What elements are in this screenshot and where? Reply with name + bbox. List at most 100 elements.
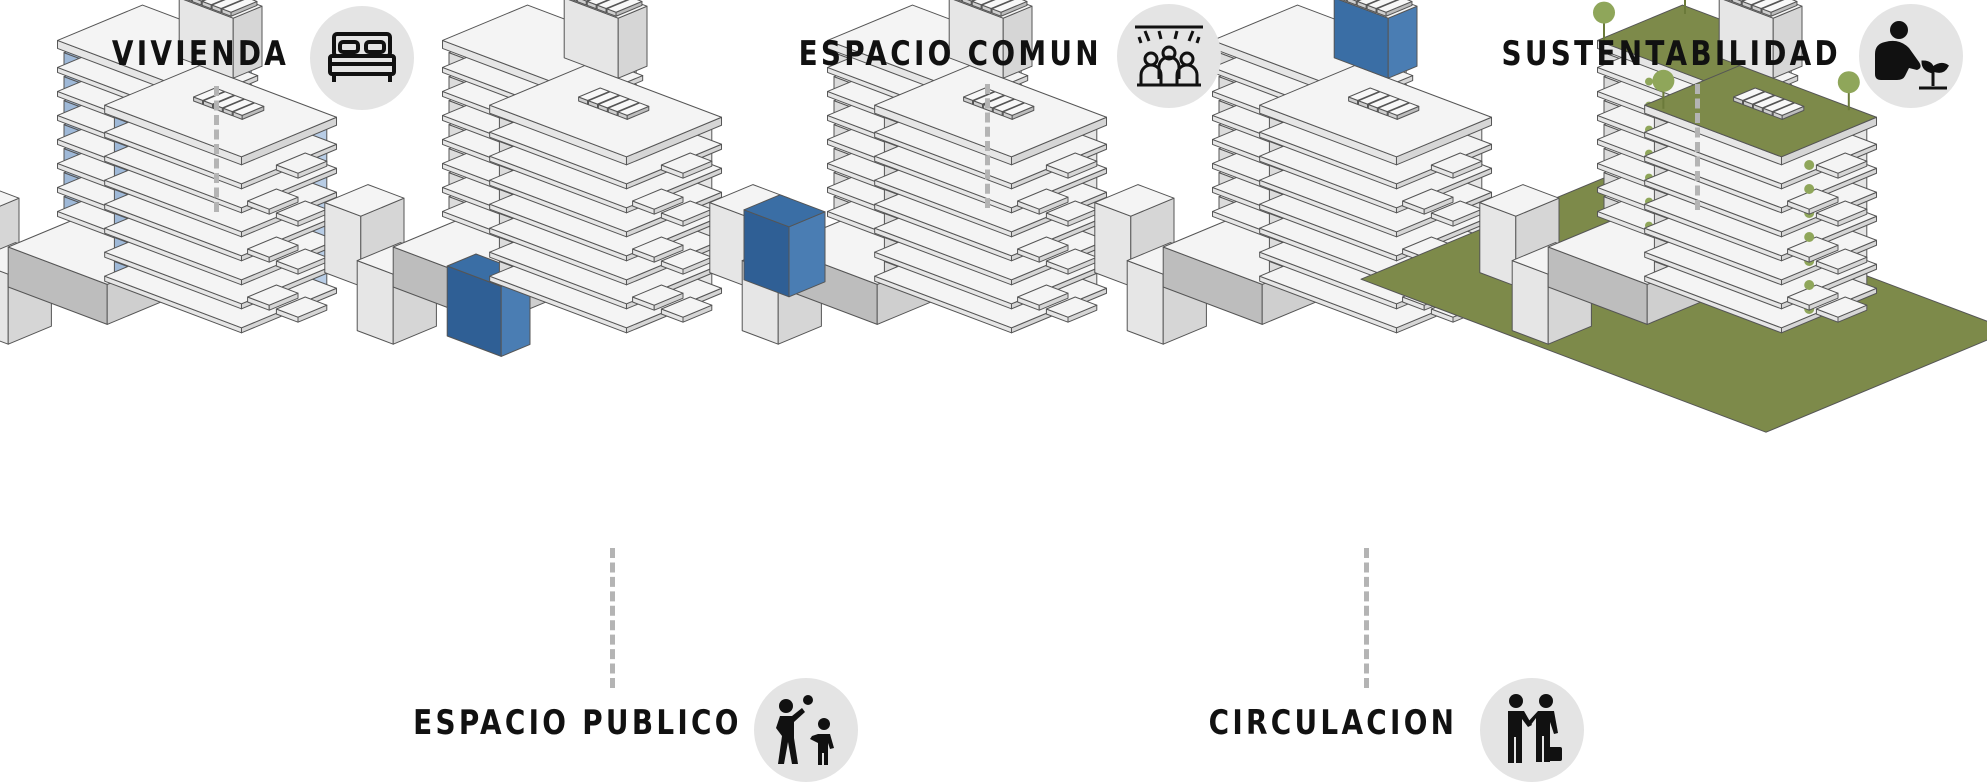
solar-panel-b-3-top — [1762, 98, 1795, 113]
sustentabilidad-label: SUSTENTABILIDAD — [1501, 34, 1841, 74]
solar-panel-b-1-top — [1743, 91, 1775, 105]
solar-panel-b-0-top — [1733, 87, 1765, 101]
planting-person-icon — [1875, 21, 1949, 90]
balcony-4-top — [660, 200, 713, 222]
solar-panel-4-top — [221, 0, 258, 13]
balcony-6-top — [660, 152, 713, 174]
vegetation-6 — [1804, 160, 1815, 170]
solar-panel-3-top — [211, 0, 243, 9]
solar-panel-b-4-top — [1772, 102, 1805, 116]
solar-panel-4-top — [606, 0, 643, 13]
solar-panel-1-top — [582, 0, 591, 2]
balcony-5-top — [1787, 188, 1839, 210]
solar-panel-1-top — [1737, 0, 1746, 2]
solar-panel-1-top — [967, 0, 976, 2]
balcony-2-top — [1815, 248, 1868, 270]
pavilion-left-front — [1094, 202, 1132, 287]
tree-crown-1 — [1837, 71, 1860, 94]
pavilion-left-front — [709, 202, 747, 287]
building-vivienda — [0, 0, 338, 345]
balcony-6-top — [1430, 152, 1483, 174]
building-espacio-publico — [324, 0, 723, 357]
solar-panel-b-3-top — [1377, 98, 1410, 113]
balcony-1-top — [632, 284, 684, 306]
balcony-4-top — [1815, 200, 1868, 222]
building-sustentabilidad — [1360, 0, 1987, 433]
public-space-block-top — [743, 194, 826, 228]
solar-panel-3-top — [981, 0, 1013, 9]
tree-crown-2 — [1593, 1, 1615, 24]
solar-panel-2-top — [1356, 0, 1379, 6]
circulacion-label: CIRCULACION — [1208, 703, 1457, 743]
solar-panel-b-3-top — [222, 98, 255, 113]
vegetation-3 — [1804, 232, 1815, 242]
solar-panel-3-top — [1366, 0, 1398, 9]
solar-panel-4-top — [991, 0, 1028, 13]
espacio-publico-label: ESPACIO PUBLICO — [413, 703, 742, 743]
solar-panel-b-2-top — [1752, 94, 1785, 109]
people-gathering-icon — [1135, 25, 1203, 87]
balcony-4-top — [1045, 200, 1098, 222]
balcony-0-top — [1045, 296, 1098, 318]
balcony-5-top — [247, 188, 299, 210]
vegetation-1 — [1804, 280, 1815, 290]
balcony-5-top — [632, 188, 684, 210]
vegetation-5 — [1804, 184, 1815, 194]
balcony-5-top — [1402, 188, 1454, 210]
balcony-6-top — [1045, 152, 1098, 174]
solar-panel-1-top — [197, 0, 206, 2]
solar-panel-b-2-top — [1367, 94, 1400, 109]
solar-panel-2-top — [971, 0, 994, 6]
espacio-comun-label: ESPACIO COMUN — [798, 34, 1102, 74]
solar-panel-b-4-top — [1387, 102, 1420, 116]
pavilion-front-front — [1126, 260, 1164, 345]
solar-panel-2-top — [586, 0, 609, 6]
solar-panel-b-1-top — [588, 91, 620, 105]
pavilion-left-top — [0, 190, 20, 207]
balcony-3-top — [1017, 236, 1069, 258]
solar-panel-b-0-top — [1348, 87, 1380, 101]
bed-icon — [328, 32, 396, 82]
building-circulacion — [1094, 0, 1493, 345]
solar-panel-2-top — [1741, 0, 1764, 6]
balcony-1-top — [1787, 284, 1839, 306]
pavilion-left-top — [1479, 184, 1560, 217]
balcony-0-top — [275, 296, 328, 318]
pavilion-front-front — [356, 260, 394, 345]
solar-panel-1-top — [1352, 0, 1361, 2]
vivienda-icon-badge — [310, 6, 414, 110]
balcony-5-top — [1017, 188, 1069, 210]
solar-panel-b-2-top — [597, 94, 630, 109]
vegetation-b-6 — [1645, 77, 1653, 86]
solar-panel-4-top — [1761, 0, 1798, 13]
balcony-4-top — [275, 200, 328, 222]
balcony-3-top — [1787, 236, 1839, 258]
sustentabilidad-leader — [1695, 84, 1700, 210]
balcony-3-top — [247, 236, 299, 258]
circulacion-leader — [1364, 548, 1369, 688]
balcony-1-top — [1017, 284, 1069, 306]
balcony-4-top — [1430, 200, 1483, 222]
solar-panel-b-1-top — [1358, 91, 1390, 105]
solar-panel-3-top — [1751, 0, 1783, 9]
tree-crown-3 — [1652, 69, 1675, 92]
pavilion-left-front — [324, 202, 362, 287]
solar-panel-b-0-top — [578, 87, 610, 101]
solar-panel-b-4-top — [1002, 102, 1035, 116]
solar-panel-b-3-top — [992, 98, 1025, 113]
adult-child-play-icon — [776, 695, 834, 765]
espacio-comun-icon-badge — [1117, 4, 1221, 108]
sustentabilidad-icon-badge — [1859, 4, 1963, 108]
vivienda-label: VIVIENDA — [111, 34, 289, 74]
balcony-2-top — [1045, 248, 1098, 270]
solar-panel-b-2-top — [212, 94, 245, 109]
balcony-1-top — [247, 284, 299, 306]
solar-panel-3-top — [596, 0, 628, 9]
balcony-3-top — [632, 236, 684, 258]
balcony-6-top — [275, 152, 328, 174]
solar-panel-b-4-top — [617, 102, 650, 116]
people-walking-icon — [1508, 694, 1562, 763]
balcony-0-top — [660, 296, 713, 318]
stair-tower-side — [617, 5, 648, 79]
